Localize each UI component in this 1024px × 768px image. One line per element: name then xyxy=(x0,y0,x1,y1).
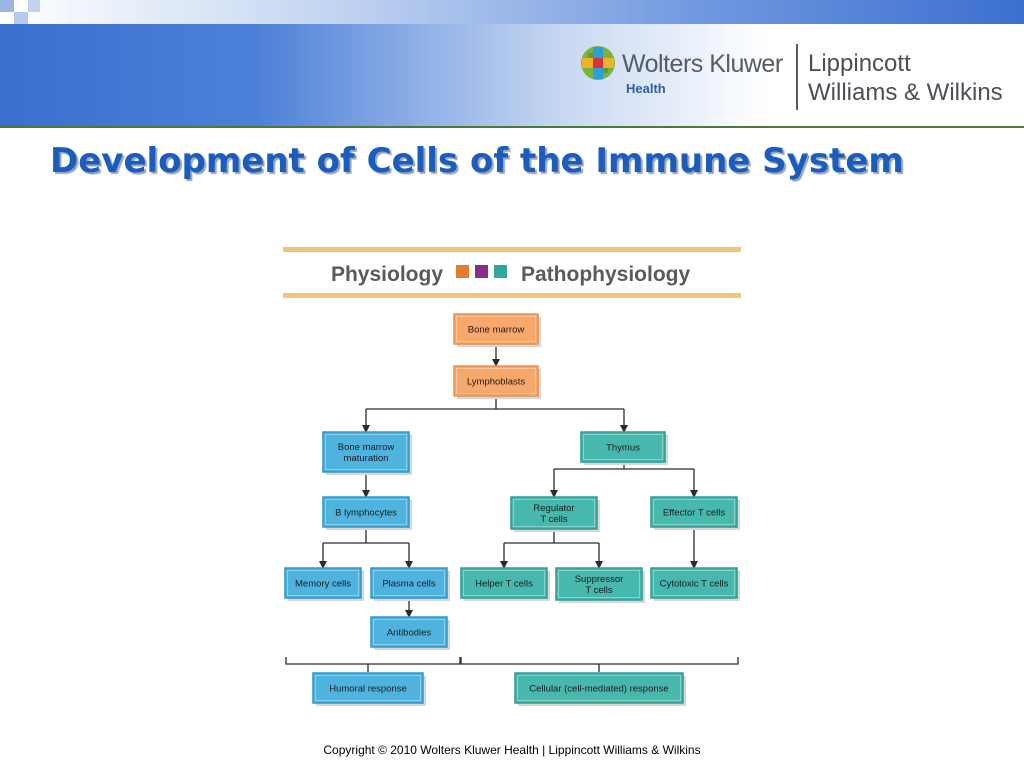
node-box xyxy=(370,616,448,648)
node-box xyxy=(453,365,539,397)
node-box xyxy=(510,496,598,530)
brand-name: Wolters Kluwer xyxy=(622,50,783,78)
node-label: Lymphoblasts xyxy=(467,377,526,388)
node-bevel xyxy=(325,434,407,470)
node-label: Cytotoxic T cells xyxy=(660,579,729,590)
node-bevel xyxy=(513,499,595,527)
node-label: Cellular (cell-mediated) response xyxy=(529,684,668,695)
partner-name-line1: Lippincott xyxy=(808,50,911,77)
brand-subtitle: Health xyxy=(626,81,666,96)
node-antibodies: Antibodies xyxy=(370,616,450,650)
node-bevel xyxy=(463,570,545,596)
copyright-footer: Copyright © 2010 Wolters Kluwer Health |… xyxy=(323,743,701,757)
node-humoral-response: Humoral response xyxy=(312,672,426,706)
banner-square-purple xyxy=(475,265,488,278)
banner-square-teal xyxy=(494,265,507,278)
node-bevel xyxy=(325,499,407,525)
node-box xyxy=(650,496,738,528)
node-box xyxy=(322,496,410,528)
node-label: B lymphocytes xyxy=(335,508,397,519)
node-label: Antibodies xyxy=(387,628,432,639)
bracket-humoral xyxy=(285,657,461,665)
node-box xyxy=(555,567,643,601)
node-box xyxy=(453,313,539,345)
node-helper-t-cells: Helper T cells xyxy=(460,567,550,601)
node-cellular-response: Cellular (cell-mediated) response xyxy=(514,672,686,706)
node-label: Effector T cells xyxy=(663,508,726,519)
node-memory-cells: Memory cells xyxy=(284,567,364,601)
node-label: Bone marrow xyxy=(468,325,525,336)
node-bevel xyxy=(373,619,445,645)
node-cytotoxic-t-cells: Cytotoxic T cells xyxy=(650,567,740,601)
node-label: Helper T cells xyxy=(475,579,533,590)
banner-square-orange xyxy=(456,265,469,278)
node-label: Thymus xyxy=(606,443,640,454)
partner-name-line2: Williams & Wilkins xyxy=(808,79,1003,106)
publisher-logo: Wolters Kluwer Health Lippincott William… xyxy=(580,42,1020,114)
diagram-banner: Physiology Pathophysiology xyxy=(283,247,741,298)
node-box xyxy=(460,567,548,599)
header-gradient xyxy=(0,0,1024,126)
node-bevel xyxy=(315,675,421,701)
node-label: Plasma cells xyxy=(382,579,436,590)
node-label: Memory cells xyxy=(295,579,351,590)
node-box xyxy=(370,567,448,599)
node-box xyxy=(650,567,738,599)
bracket-cellular xyxy=(460,657,739,665)
node-bevel xyxy=(653,570,735,596)
node-plasma-cells: Plasma cells xyxy=(370,567,450,601)
header-divider xyxy=(0,126,1024,128)
node-bevel xyxy=(558,570,640,598)
node-bevel xyxy=(583,434,663,460)
node-box xyxy=(514,672,684,704)
node-b-lymphocytes: B lymphocytes xyxy=(322,496,412,530)
banner-physiology: Physiology xyxy=(331,263,443,286)
slide-title: Development of Cells of the Immune Syste… xyxy=(50,141,904,181)
node-bevel xyxy=(456,368,536,394)
node-bevel xyxy=(517,675,681,701)
node-lymphoblasts: Lymphoblasts xyxy=(453,365,541,399)
node-effector-t-cells: Effector T cells xyxy=(650,496,740,530)
node-bevel xyxy=(287,570,359,596)
node-bevel xyxy=(456,316,536,342)
logo-separator xyxy=(796,44,798,110)
node-box xyxy=(312,672,424,704)
node-bone-marrow: Bone marrow xyxy=(453,313,541,347)
node-box xyxy=(284,567,362,599)
node-box xyxy=(580,431,666,463)
banner-pathophysiology: Pathophysiology xyxy=(521,263,691,286)
globe-icon xyxy=(581,46,615,80)
node-thymus: Thymus xyxy=(580,431,668,465)
node-bevel xyxy=(653,499,735,525)
node-box xyxy=(322,431,410,473)
node-label: Humoral response xyxy=(329,684,407,695)
node-bevel xyxy=(373,570,445,596)
slide-header: Wolters Kluwer Health Lippincott William… xyxy=(0,0,1024,128)
